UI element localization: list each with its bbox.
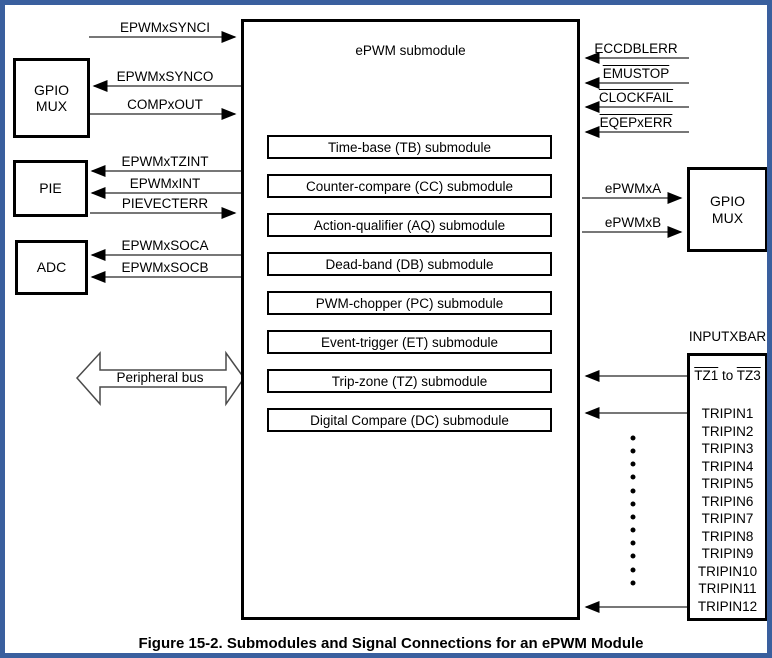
gpio-mux-right-box: GPIO MUX (687, 167, 767, 252)
tripin-item: TRIPIN5 (701, 476, 754, 491)
submodule-counter-compare: Counter-compare (CC) submodule (267, 174, 552, 198)
submodule-label: Dead-band (DB) submodule (325, 256, 494, 272)
tz1-to-tz3-label: TZ1 to TZ3 (687, 368, 767, 383)
adc-box: ADC (15, 240, 88, 295)
tz-to-label: to (718, 368, 737, 383)
signal-eccdblerr: ECCDBLERR (594, 41, 678, 56)
submodule-label: Action-qualifier (AQ) submodule (313, 217, 506, 233)
signal-emustop: EMUSTOP (602, 66, 670, 81)
pie-box: PIE (13, 160, 88, 217)
tz3-label: TZ3 (736, 368, 761, 383)
submodule-pwm-chopper: PWM-chopper (PC) submodule (267, 291, 552, 315)
submodule-trip-zone: Trip-zone (TZ) submodule (267, 369, 552, 393)
tripin-list: TRIPIN1 TRIPIN2 TRIPIN3 TRIPIN4 TRIPIN5 … (687, 405, 767, 615)
tripin-item: TRIPIN10 (697, 563, 758, 579)
signal-epwmxsoca: EPWMxSOCA (121, 238, 209, 253)
submodule-label: Digital Compare (DC) submodule (310, 412, 509, 428)
signal-epwmxsocb: EPWMxSOCB (121, 260, 209, 275)
submodule-dead-band: Dead-band (DB) submodule (267, 252, 552, 276)
signal-clockfail: CLOCKFAIL (598, 90, 674, 105)
signal-epwmxint: EPWMxINT (129, 176, 201, 191)
submodule-label: Event-trigger (ET) submodule (320, 334, 499, 350)
signal-epwmxa: ePWMxA (604, 181, 662, 196)
signal-eqepxerr: EQEPxERR (599, 115, 673, 130)
figure-caption: Figure 15-2. Submodules and Signal Conne… (138, 635, 644, 652)
signal-epwmxsynci: EPWMxSYNCI (119, 20, 210, 35)
tripin-item: TRIPIN12 (697, 598, 758, 614)
epwm-module-box (241, 19, 580, 620)
peripheral-bus-label: Peripheral bus (116, 370, 204, 385)
tz1-label: TZ1 (694, 368, 719, 383)
submodule-digital-compare: Digital Compare (DC) submodule (267, 408, 552, 432)
submodule-label: Counter-compare (CC) submodule (305, 178, 514, 194)
submodule-action-qualifier: Action-qualifier (AQ) submodule (267, 213, 552, 237)
signal-epwmxsynco: EPWMxSYNCO (116, 69, 214, 84)
tripin-item: TRIPIN2 (701, 423, 754, 439)
submodule-event-trigger: Event-trigger (ET) submodule (267, 330, 552, 354)
tripin-item: TRIPIN6 (701, 493, 754, 509)
tripin-item: TRIPIN7 (701, 511, 754, 526)
submodule-time-base: Time-base (TB) submodule (267, 135, 552, 159)
epwm-module-title: ePWM submodule (355, 43, 466, 58)
tripin-item: TRIPIN11 (698, 581, 757, 596)
signal-pievecterr: PIEVECTERR (121, 196, 209, 211)
tripin-item: TRIPIN1 (701, 406, 754, 421)
tripin-item: TRIPIN3 (701, 441, 754, 456)
submodule-label: Time-base (TB) submodule (327, 139, 492, 155)
inputxbar-label: INPUTXBAR (688, 329, 767, 344)
signal-compxout: COMPxOUT (127, 97, 203, 112)
submodule-label: Trip-zone (TZ) submodule (331, 373, 488, 389)
ellipsis-dots (630, 435, 636, 586)
inputxbar-box (687, 353, 767, 621)
signal-wires (75, 31, 689, 613)
gpio-mux-left-box: GPIO MUX (13, 58, 90, 138)
tripin-item: TRIPIN9 (701, 546, 754, 561)
tripin-item: TRIPIN4 (701, 458, 754, 474)
signal-epwmxb: ePWMxB (604, 215, 662, 230)
submodule-label: PWM-chopper (PC) submodule (315, 295, 504, 311)
tripin-item: TRIPIN8 (701, 528, 754, 544)
signal-epwmxtzint: EPWMxTZINT (121, 154, 209, 169)
